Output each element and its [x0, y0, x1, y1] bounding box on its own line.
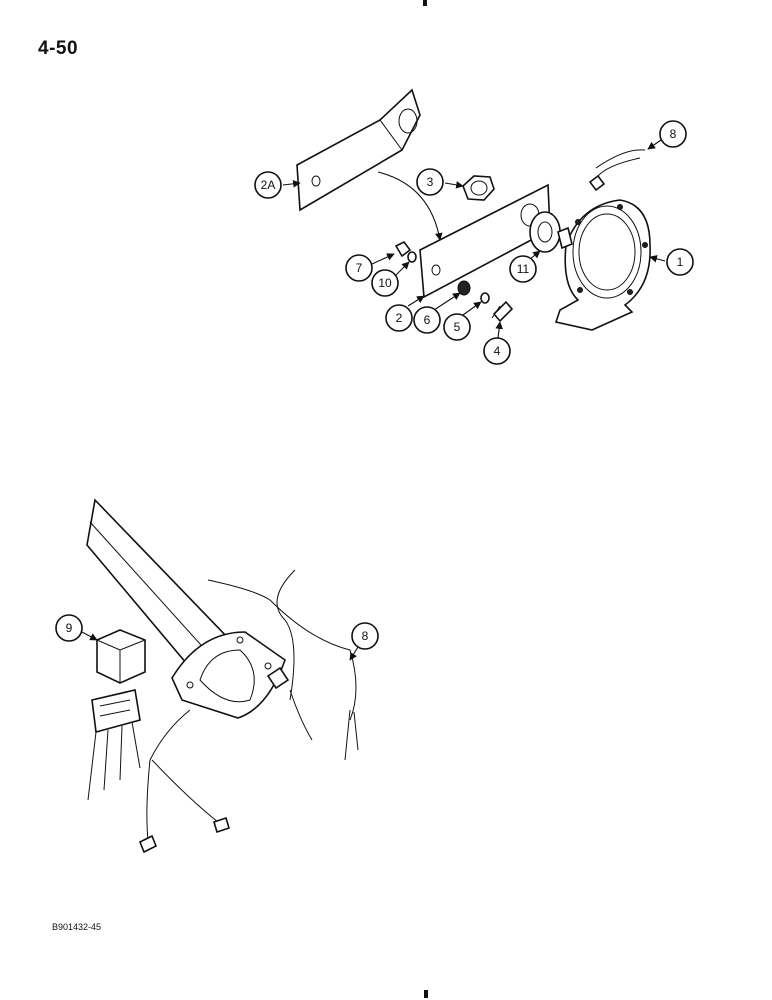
wire-harness-8 — [207, 569, 359, 761]
callout-3: 3 — [416, 168, 464, 196]
bottom-page-mark — [424, 990, 428, 998]
svg-text:8: 8 — [670, 127, 677, 141]
callout-8-lower: 8 — [349, 622, 379, 661]
washer-10 — [407, 251, 417, 263]
relay-9 — [96, 629, 146, 684]
washer-6 — [457, 280, 471, 296]
lock-washer-11 — [529, 211, 561, 253]
svg-text:9: 9 — [66, 621, 73, 635]
relay-socket — [87, 689, 141, 801]
callout-11: 11 — [509, 250, 541, 283]
callout-7: 7 — [345, 253, 395, 282]
svg-text:2A: 2A — [261, 178, 276, 192]
top-page-mark — [423, 0, 427, 6]
bolt-4 — [491, 300, 514, 323]
bracket-2a — [296, 88, 421, 212]
svg-text:3: 3 — [427, 175, 434, 189]
svg-text:7: 7 — [356, 261, 363, 275]
svg-text:6: 6 — [424, 313, 431, 327]
callout-10: 10 — [371, 261, 410, 297]
callout-2a: 2A — [254, 171, 301, 199]
svg-text:4: 4 — [494, 344, 501, 358]
callout-5: 5 — [443, 301, 482, 341]
page-number: 4-50 — [38, 38, 79, 59]
callout-8-upper: 8 — [647, 120, 687, 150]
figure-code: B901432-45 — [52, 922, 102, 932]
callout-6: 6 — [413, 292, 461, 334]
svg-text:1: 1 — [677, 255, 684, 269]
svg-text:5: 5 — [454, 320, 461, 334]
svg-text:8: 8 — [362, 629, 369, 643]
svg-text:11: 11 — [517, 262, 530, 276]
svg-text:2: 2 — [396, 311, 403, 325]
pigtail-wires — [138, 709, 230, 854]
assembly-arrow — [377, 171, 443, 241]
callout-1: 1 — [649, 248, 694, 276]
callout-9: 9 — [55, 614, 98, 642]
horn-1 — [554, 199, 651, 331]
mount-plate — [171, 631, 286, 719]
nut-7 — [394, 240, 412, 258]
lock-washer-5 — [480, 292, 490, 304]
callout-2: 2 — [385, 295, 425, 332]
nut-3 — [462, 175, 495, 201]
callout-4: 4 — [483, 321, 511, 365]
wire-8-upper — [588, 149, 646, 192]
svg-text:10: 10 — [378, 276, 392, 290]
